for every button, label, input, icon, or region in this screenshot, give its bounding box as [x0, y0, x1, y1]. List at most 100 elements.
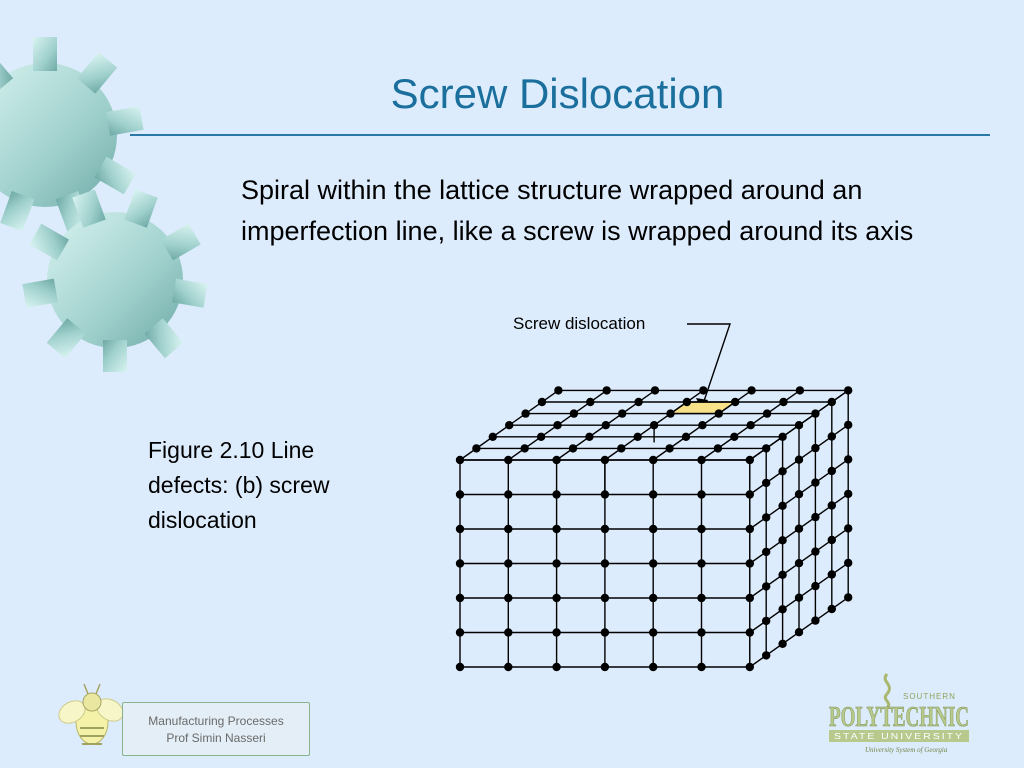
lattice-atom [666, 409, 675, 418]
lattice-atom [747, 386, 756, 395]
lattice-atom [634, 397, 643, 407]
svg-text:University System of Georgia: University System of Georgia [865, 746, 948, 754]
lattice-atom [697, 628, 706, 637]
mascot-logo [58, 683, 124, 745]
lattice-atom [455, 593, 465, 603]
figure-caption: Figure 2.10 Line defects: (b) screw disl… [148, 437, 330, 533]
lattice-atom [778, 536, 787, 545]
lattice-atom [554, 386, 563, 395]
lattice-atom [569, 409, 579, 418]
lattice-atom [697, 593, 706, 603]
lattice-atom [794, 628, 804, 637]
lattice-atom [568, 444, 578, 453]
lattice-atom [585, 432, 594, 441]
lattice-atom [697, 559, 706, 568]
lattice-atom [697, 662, 706, 672]
lattice-atom [472, 444, 481, 453]
lattice-atom [537, 397, 547, 407]
lattice-atom [811, 581, 820, 591]
gear-icon [22, 189, 208, 372]
lattice-atom [762, 651, 771, 660]
lattice-atom [811, 547, 820, 556]
lattice-atom [681, 432, 691, 441]
lattice-atom [811, 512, 820, 522]
lattice-atom [488, 432, 497, 441]
lattice-atom [762, 513, 771, 522]
lattice-atom [552, 559, 561, 568]
lattice-atom [794, 421, 804, 430]
arrow-line [687, 323, 731, 408]
lattice-atom [745, 593, 754, 603]
lattice-atom [762, 409, 772, 418]
university-logo: SOUTHERN POLYTECHNIC STATE UNIVERSITY Un… [829, 673, 969, 754]
lattice-atom [794, 593, 804, 602]
lattice-atom [455, 524, 465, 534]
lattice-atom [649, 524, 658, 534]
lattice-atom [600, 662, 610, 672]
lattice-atom [745, 455, 754, 465]
lattice-atom [505, 421, 514, 430]
lattice-atom [811, 443, 820, 453]
lattice-atom [827, 466, 836, 476]
lattice-atom [794, 524, 804, 533]
dislocation-highlight [668, 401, 738, 415]
lattice-atom [778, 570, 787, 579]
lattice-atom [794, 455, 804, 464]
lattice-atom [600, 455, 610, 465]
lattice-atom [649, 593, 658, 603]
lattice-atom [713, 444, 723, 453]
lattice-atom [504, 593, 513, 603]
lattice-atom [697, 524, 706, 534]
lattice-atom [618, 409, 627, 418]
lattice-atom [649, 455, 658, 465]
svg-text:STATE UNIVERSITY: STATE UNIVERSITY [834, 732, 964, 741]
lattice-atom [745, 628, 754, 637]
lattice-atom [552, 524, 561, 534]
lattice-atom [552, 662, 561, 672]
svg-text:POLYTECHNIC: POLYTECHNIC [829, 702, 969, 733]
lattice-atom [520, 444, 529, 453]
lattice-atom [844, 420, 853, 430]
lattice-atom [844, 593, 853, 602]
lattice-atom [762, 616, 771, 626]
lattice-atom [730, 432, 739, 441]
footer-professor: Prof Simin Nasseri [166, 731, 266, 745]
lattice-atom [745, 490, 754, 499]
lattice-atom [650, 386, 660, 395]
lattice-atom [649, 662, 658, 672]
lattice-atom [682, 397, 692, 407]
lattice-atom [844, 558, 853, 568]
lattice-atom [586, 397, 595, 407]
lattice-atom [697, 455, 706, 465]
lattice-atom [455, 455, 465, 465]
lattice-atom [844, 524, 853, 533]
lattice-atom [504, 455, 513, 465]
lattice-atom [762, 444, 771, 453]
lattice-atom [552, 593, 561, 603]
lattice-atom [778, 467, 787, 476]
footer-course: Manufacturing Processes [148, 714, 284, 728]
lattice-atom [600, 593, 610, 603]
lattice-atom [745, 559, 754, 568]
lattice-atom [699, 386, 708, 395]
lattice-atom [455, 490, 465, 499]
lattice-atom [455, 559, 465, 568]
lattice-atom [762, 547, 771, 557]
lattice-atom [844, 489, 853, 499]
lattice-atom [762, 582, 771, 591]
gears-decoration [0, 37, 208, 372]
lattice-atom [745, 662, 754, 672]
lattice-atom [827, 501, 836, 510]
lattice-atom [649, 559, 658, 568]
svg-text:SOUTHERN: SOUTHERN [903, 692, 956, 701]
lattice-atom [504, 628, 513, 637]
lattice-atom [649, 628, 658, 637]
lattice-atom [698, 421, 707, 430]
lattice-atom [844, 386, 853, 395]
lattice-atom [552, 490, 561, 499]
lattice-atom [504, 490, 513, 499]
lattice-atom [745, 524, 754, 534]
lattice-atom [602, 386, 611, 395]
lattice-atom [811, 616, 820, 625]
lattice-atom [552, 455, 561, 465]
